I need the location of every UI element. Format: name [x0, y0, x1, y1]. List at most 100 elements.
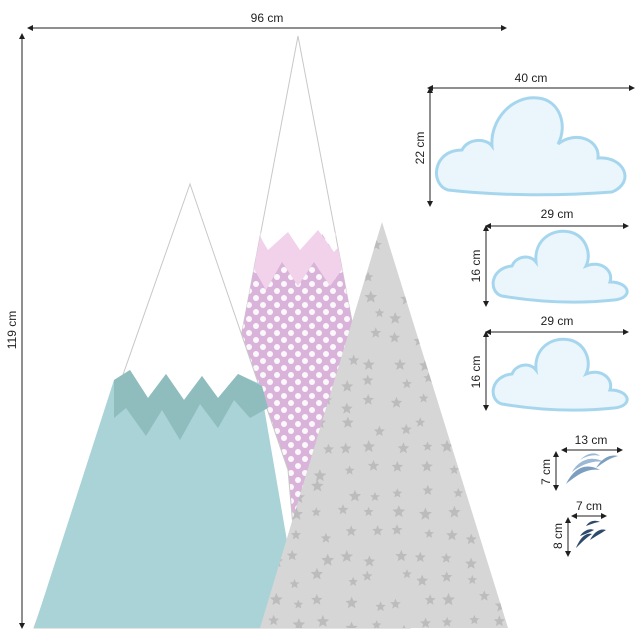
star-icon [389, 331, 401, 343]
star-icon [373, 425, 385, 436]
cloud-medium1-width-label: 29 cm [541, 207, 574, 221]
star-icon [348, 489, 362, 502]
star-icon [341, 416, 354, 428]
total-height-dimension: 119 cm [5, 33, 25, 629]
bird-icon [576, 520, 606, 548]
star-icon [362, 271, 374, 282]
star-icon [439, 286, 451, 297]
star-icon [475, 447, 488, 458]
star-icon [321, 553, 335, 566]
star-icon [448, 505, 461, 518]
star-icon [391, 460, 404, 472]
star-icon [344, 465, 355, 475]
star-icon [414, 551, 426, 562]
star-icon [448, 329, 462, 342]
star-icon [316, 614, 330, 627]
birds-large-width-label: 13 cm [575, 433, 608, 447]
star-icon [492, 466, 502, 476]
star-icon [389, 312, 402, 324]
teal-mountain [33, 182, 303, 629]
star-icon [362, 358, 375, 370]
star-icon [423, 315, 434, 325]
star-icon [346, 264, 358, 275]
star-icon [442, 592, 455, 606]
star-icon [372, 525, 384, 536]
star-icon [465, 463, 477, 475]
star-icon [362, 394, 374, 405]
star-icon [311, 507, 322, 517]
star-icon [313, 469, 327, 482]
cloud-large-width-label: 40 cm [515, 71, 548, 85]
star-icon [421, 264, 434, 277]
star-icon [392, 488, 403, 498]
star-icon [441, 616, 453, 627]
star-icon [311, 479, 324, 492]
star-icon [375, 601, 386, 612]
star-icon [468, 286, 481, 298]
star-icon [311, 593, 323, 605]
star-icon [422, 484, 434, 495]
star-icon [337, 504, 349, 515]
star-icon [441, 552, 452, 563]
star-icon [495, 509, 507, 521]
star-icon [447, 374, 458, 384]
star-icon [504, 442, 508, 452]
star-icon [449, 397, 462, 409]
star-icon [370, 491, 380, 501]
star-icon [493, 615, 505, 627]
bird-icon [566, 453, 618, 484]
star-icon [498, 576, 508, 588]
star-icon [453, 487, 464, 498]
cloud-medium2-width-label: 29 cm [541, 314, 574, 328]
star-icon [341, 402, 353, 414]
star-icon [362, 440, 376, 453]
star-icon [362, 374, 374, 386]
star-icon [348, 576, 358, 586]
star-icon [339, 442, 352, 454]
star-icon [448, 420, 462, 433]
star-icon [475, 334, 487, 345]
star-icon [345, 621, 358, 628]
star-icon [416, 574, 429, 586]
star-icon [503, 314, 508, 325]
star-icon [465, 533, 477, 545]
star-icon [390, 598, 401, 609]
star-icon [469, 614, 480, 625]
star-icon [289, 578, 300, 589]
birds-large-height-label: 7 cm [539, 459, 553, 485]
total-width-dimension: 96 cm [27, 11, 507, 31]
birds-large: 13 cm 7 cm [539, 433, 623, 491]
star-icon [310, 567, 323, 580]
star-icon [293, 599, 304, 609]
star-icon [440, 439, 454, 453]
star-icon [367, 459, 380, 471]
star-icon [415, 417, 426, 427]
star-icon [340, 550, 354, 562]
star-icon [364, 290, 378, 303]
star-icon [363, 555, 376, 567]
star-icon [493, 242, 506, 254]
star-icon [495, 481, 506, 492]
star-icon [501, 534, 508, 544]
star-icon [371, 620, 382, 628]
star-icon [345, 596, 358, 609]
star-icon [439, 248, 453, 261]
star-icon [393, 358, 406, 370]
star-icon [420, 617, 431, 628]
star-icon [424, 528, 434, 538]
star-icon [397, 442, 410, 454]
star-icon [374, 308, 385, 318]
star-icon [421, 460, 433, 472]
star-icon [292, 618, 306, 628]
star-icon [395, 549, 408, 562]
star-icon [340, 240, 353, 253]
birds-small-width-label: 7 cm [576, 499, 602, 513]
star-icon [493, 424, 506, 437]
star-icon [268, 614, 280, 626]
star-icon [422, 441, 433, 451]
star-icon [391, 524, 403, 535]
star-icon [449, 464, 460, 475]
star-icon [423, 289, 436, 301]
star-icon [478, 393, 490, 404]
star-icon [493, 548, 507, 561]
